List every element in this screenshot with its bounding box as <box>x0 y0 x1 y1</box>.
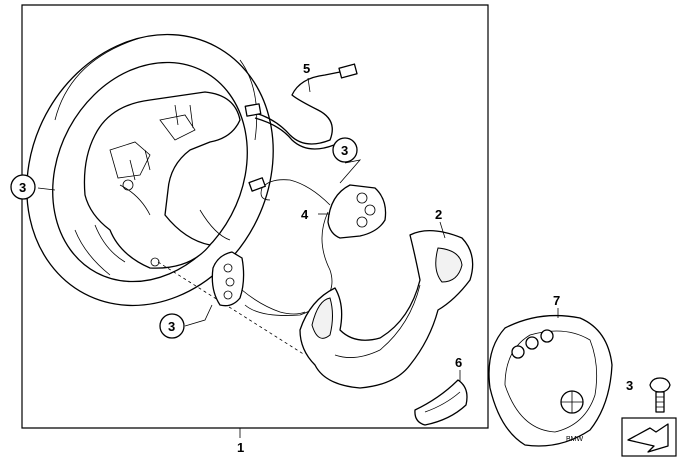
right-switch-button-1 <box>356 192 368 204</box>
callout-4: 4 <box>301 207 309 222</box>
harness-cable-2 <box>254 117 335 150</box>
callouts: 1 2 3 3 3 3 4 5 6 7 <box>10 61 633 455</box>
wheel-lower-spoke <box>74 209 231 276</box>
callout-6: 6 <box>455 355 462 370</box>
wheel-hub-bolt <box>122 179 134 191</box>
group-frame <box>21 4 489 429</box>
airbag-button-2 <box>525 336 539 350</box>
leader-2 <box>439 221 446 239</box>
callout-1: 1 <box>237 440 244 455</box>
left-switch-button-3 <box>223 290 233 300</box>
right-switch-button-2 <box>364 204 376 216</box>
callout-5: 5 <box>303 61 310 76</box>
callout-2: 2 <box>435 207 442 222</box>
airbag-module: BMW <box>488 314 613 447</box>
wiring-harness <box>244 63 358 150</box>
right-switch <box>244 177 387 316</box>
cover-trim-right-pad <box>435 247 463 283</box>
screw <box>649 377 671 413</box>
direction-arrow-icon <box>621 417 677 457</box>
cover-trim-left-pad <box>311 297 333 339</box>
wheel-rim-edge <box>54 37 258 141</box>
callout-3-left: 3 <box>19 180 26 195</box>
airbag-emblem-quarters <box>561 391 583 413</box>
wheel-hub-bolt-2 <box>150 257 160 267</box>
callout-3-upper-circle <box>332 137 358 163</box>
leader-3-upper <box>339 159 362 184</box>
airbag-button-3 <box>540 329 554 343</box>
left-switch-button-1 <box>223 263 233 273</box>
callout-3-left-circle <box>10 174 36 200</box>
small-trim <box>414 379 468 426</box>
callout-3-upper: 3 <box>341 143 348 158</box>
small-trim-body <box>414 379 468 426</box>
wheel-axis-line <box>157 261 306 356</box>
callout-7: 7 <box>553 293 560 308</box>
wheel-hub-detail <box>109 104 196 216</box>
left-switch-button-2 <box>225 277 235 287</box>
arrow-frame <box>621 417 677 457</box>
leader-3-mid <box>184 304 213 327</box>
leader-3-left <box>37 187 56 191</box>
steering-wheel <box>26 33 306 356</box>
left-switch <box>211 251 306 315</box>
left-switch-body <box>211 251 245 307</box>
airbag-button-1 <box>511 345 525 359</box>
left-switch-cable <box>241 289 306 315</box>
right-switch-button-3 <box>356 216 368 228</box>
wheel-hub <box>83 91 241 269</box>
callout-3-screw: 3 <box>626 378 633 393</box>
screw-thread <box>656 396 664 408</box>
harness-connector-b <box>338 63 358 79</box>
right-switch-connector <box>248 177 266 192</box>
callout-3-mid: 3 <box>168 319 175 334</box>
airbag-logo-text: BMW <box>566 436 584 443</box>
cover-trim <box>299 230 474 389</box>
leader-5 <box>307 77 311 93</box>
callout-3-mid-circle <box>159 313 185 339</box>
small-trim-edge <box>424 391 461 413</box>
leader-lines <box>37 77 559 438</box>
cover-trim-body <box>299 230 474 389</box>
right-switch-body <box>327 184 387 239</box>
harness-connector-a <box>244 103 262 117</box>
airbag-face <box>504 330 598 433</box>
arrow-shape <box>627 423 669 453</box>
cover-trim-edge <box>334 284 421 358</box>
screw-head <box>649 377 671 393</box>
harness-cable <box>251 71 341 145</box>
